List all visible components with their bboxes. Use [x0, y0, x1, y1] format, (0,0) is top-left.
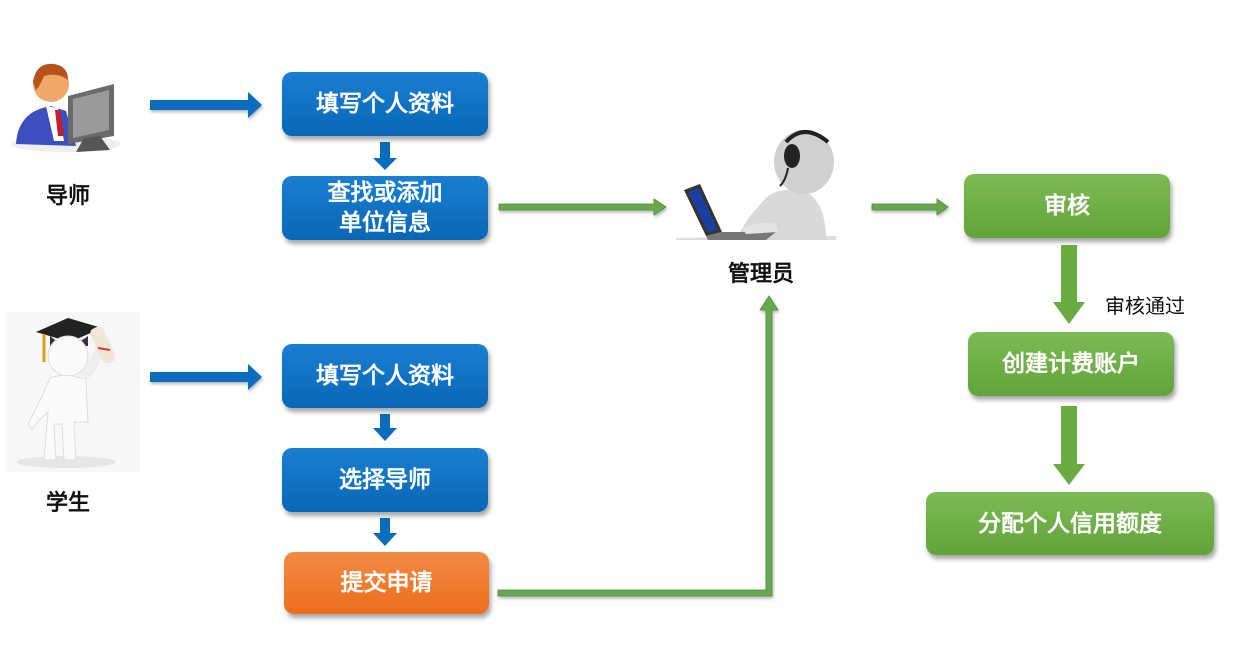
arrow-tutor-to-profile	[150, 92, 262, 118]
arrow-down-student-2	[373, 518, 397, 546]
arrow-down-tutor-1	[373, 142, 397, 170]
arrow-student-to-admin	[497, 295, 779, 597]
student-step-fill-profile[interactable]: 填写个人资料	[282, 344, 488, 408]
graduate-student-icon	[6, 312, 140, 472]
tutor-at-computer-icon	[6, 56, 126, 156]
arrow-account-to-credit	[1053, 406, 1085, 485]
admin-label: 管理员	[728, 262, 795, 287]
tutor-step-find-or-add-org[interactable]: 查找或添加 单位信息	[282, 176, 488, 240]
arrow-admin-to-review	[871, 198, 949, 216]
student-step-submit-application[interactable]: 提交申请	[284, 552, 489, 614]
tutor-label: 导师	[46, 184, 91, 209]
arrow-down-student-1	[373, 414, 397, 441]
admin-step-assign-credit-limit[interactable]: 分配个人信用额度	[926, 492, 1214, 555]
arrow-student-to-profile	[150, 364, 262, 390]
admin-step-create-billing-account[interactable]: 创建计费账户	[968, 332, 1174, 396]
student-step-select-tutor[interactable]: 选择导师	[282, 448, 488, 512]
tutor-step-fill-profile[interactable]: 填写个人资料	[282, 72, 488, 136]
edge-label-approved: 审核通过	[1105, 294, 1185, 318]
arrow-review-to-account	[1053, 245, 1085, 324]
arrow-tutor-to-admin	[498, 198, 667, 216]
student-label: 学生	[46, 491, 91, 516]
admin-step-review[interactable]: 审核	[964, 174, 1170, 238]
admin-with-headset-laptop-icon	[676, 128, 836, 244]
